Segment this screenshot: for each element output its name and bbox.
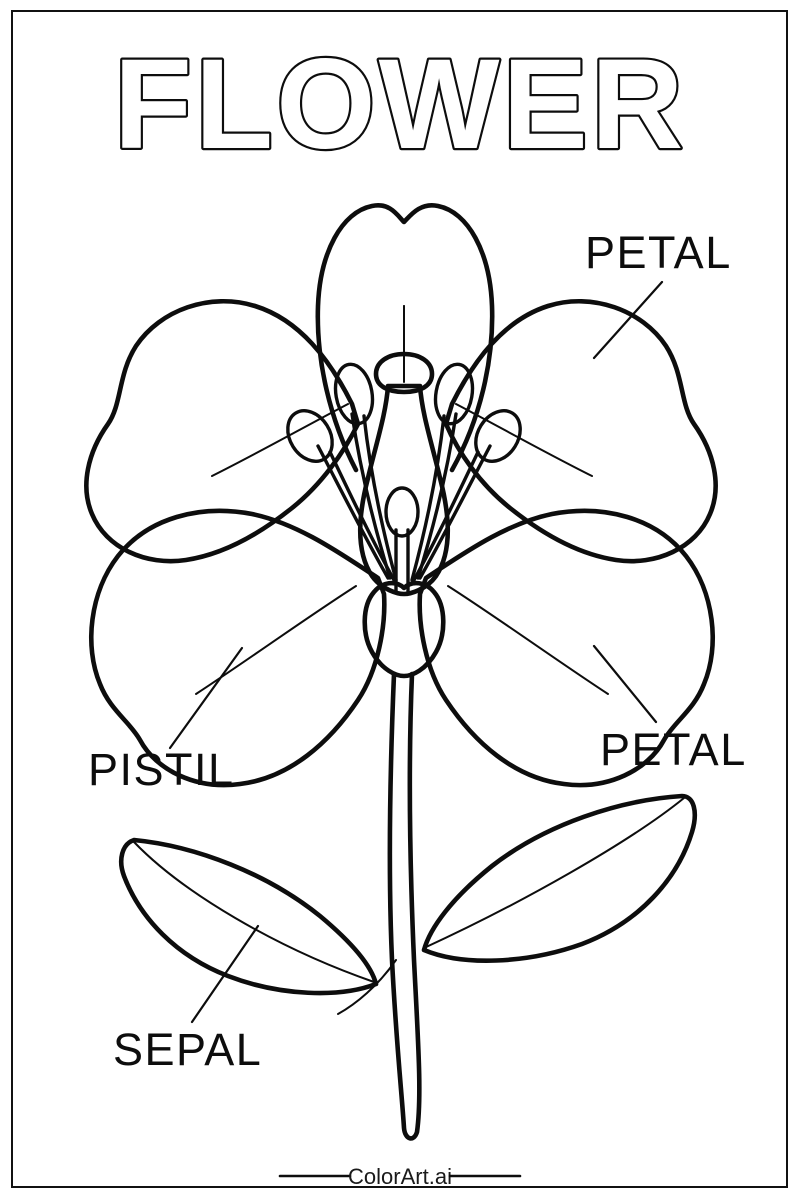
stamen-filament-right (416, 412, 458, 580)
leader-lines (168, 280, 664, 1024)
stamen-filament-left (350, 412, 392, 580)
stamen-filament-left-b (362, 414, 398, 582)
petal-upper-right-vein (455, 403, 593, 477)
petal-lower-right-vein (447, 585, 609, 695)
flower-group (84, 203, 718, 788)
petal-upper-right (443, 298, 718, 564)
stem-branch-left (337, 959, 397, 1015)
stamen-anther-center-front (384, 486, 420, 538)
stem-group (337, 671, 422, 1141)
label-sepal: SEPAL (113, 1024, 262, 1075)
stem (387, 671, 422, 1141)
leaf-left-midrib (133, 841, 375, 983)
petal-upper-left (84, 298, 361, 564)
leaf-right (421, 793, 697, 963)
stamen-anther-far-left (286, 409, 334, 463)
leader-petal-top-right (592, 280, 664, 360)
petal-lower-left-vein (195, 585, 357, 695)
stamen-filament-right-b (410, 414, 446, 582)
stamen-anther-right (433, 362, 475, 426)
footer: ColorArt.ai (278, 1164, 522, 1189)
label-petal-bottom-right: PETAL (600, 724, 747, 775)
stamen-filament-far-left (316, 444, 390, 580)
leader-pistil (168, 646, 244, 750)
leader-sepal (190, 924, 260, 1024)
petal-lower-right (417, 508, 715, 788)
stamen-anther-far-right (474, 409, 522, 463)
page-title: FLOWER (114, 33, 687, 176)
leaf-right-midrib (423, 797, 685, 949)
label-petal-top-right: PETAL (585, 227, 732, 278)
petal-top-center (315, 203, 495, 473)
leaf-left (119, 837, 379, 996)
stamen-anther-left (333, 362, 375, 426)
leader-petal-bottom-right (592, 644, 658, 724)
footer-brand: ColorArt.ai (348, 1164, 452, 1189)
petal-lower-left (89, 508, 387, 788)
stamen-filament-far-right (418, 444, 492, 580)
pistil-body (357, 383, 451, 597)
ovary (362, 580, 446, 679)
leaf-group (119, 793, 697, 996)
label-pistil: PISTIL (88, 744, 235, 795)
pistil-stigma (373, 351, 435, 395)
